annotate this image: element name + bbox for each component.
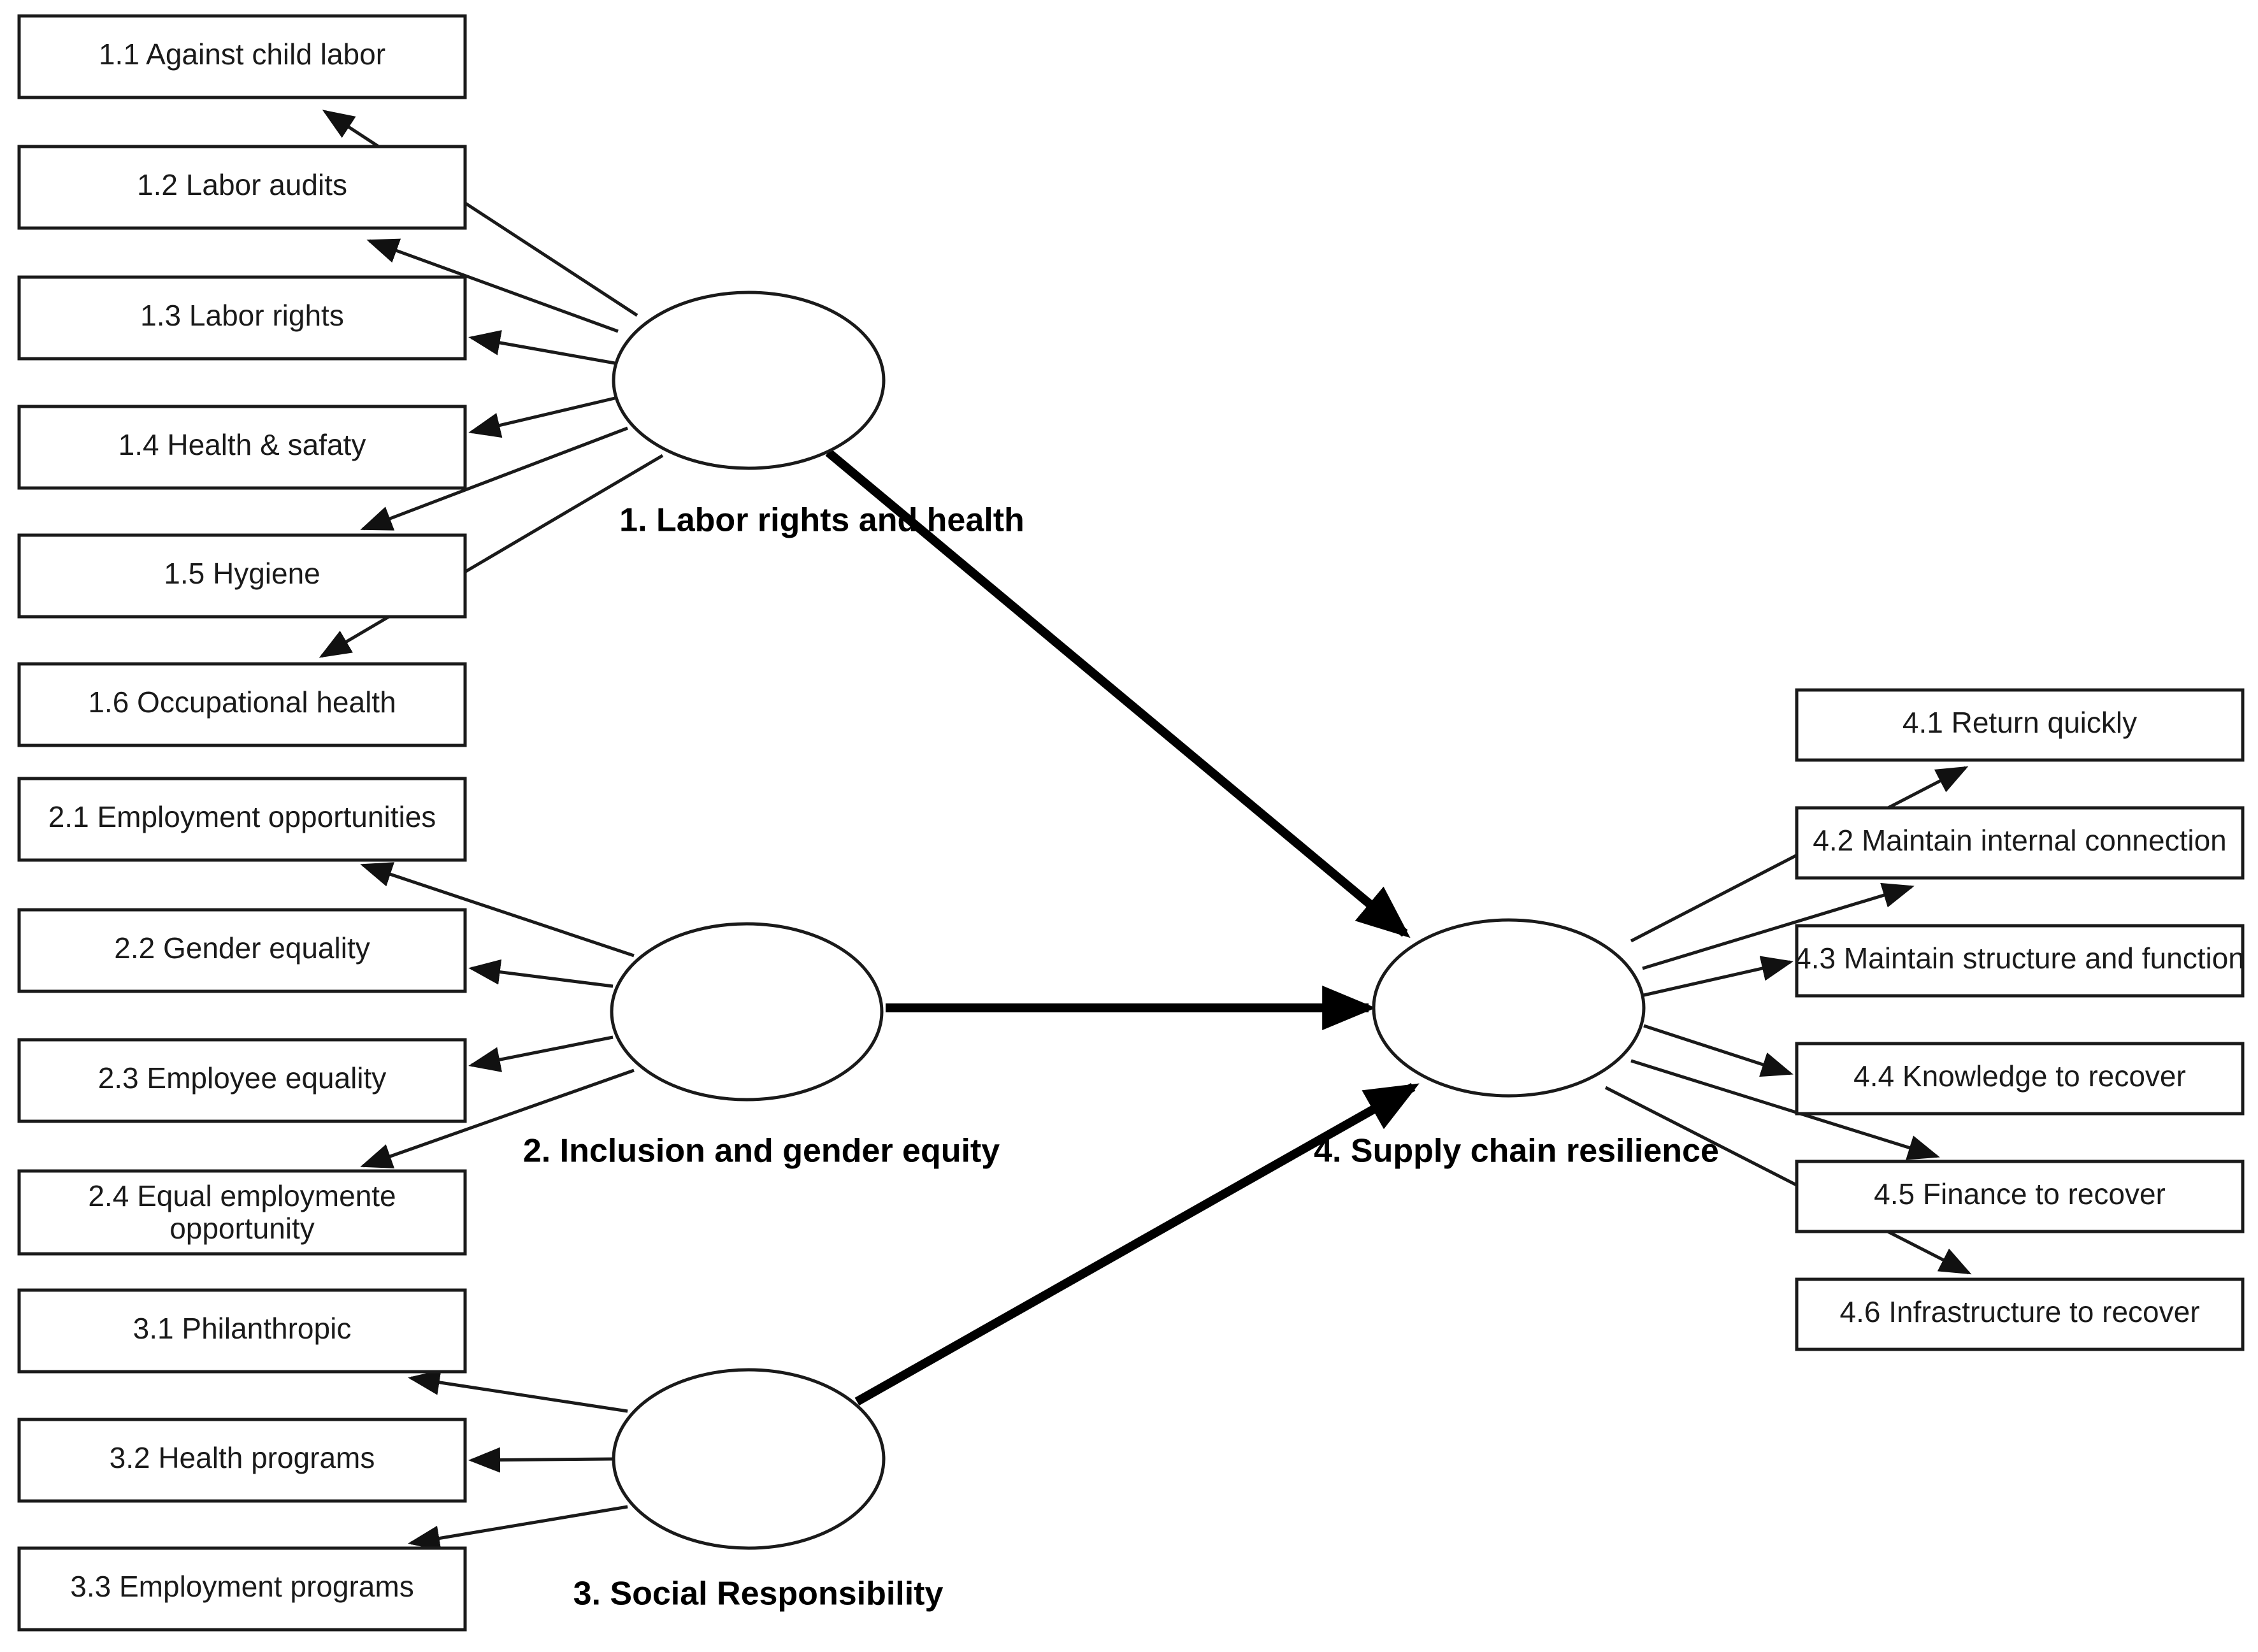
indicator-label: 1.4 Health & safaty bbox=[119, 428, 366, 461]
construct-label: 2. Inclusion and gender equity bbox=[523, 1133, 1000, 1170]
indicator-box-rect bbox=[17, 145, 467, 230]
construct-ellipse bbox=[612, 291, 886, 470]
edge-c1-to-i14 bbox=[468, 396, 615, 438]
construct-ellipse bbox=[610, 922, 884, 1102]
indicator-label: 1.5 Hygiene bbox=[164, 557, 320, 590]
indicator-label-line1: 2.4 Equal employmente bbox=[88, 1179, 396, 1212]
edge-c1-to-i12 bbox=[366, 238, 619, 333]
indicator-box-rect bbox=[17, 405, 467, 490]
construct-label: 1. Labor rights and health bbox=[619, 502, 1025, 539]
indicator-label: 1.3 Labor rights bbox=[140, 299, 344, 332]
indicator-box-rect bbox=[17, 1546, 467, 1632]
indicator-label: 1.1 Against child labor bbox=[99, 38, 385, 71]
construct-ellipse bbox=[1372, 918, 1646, 1098]
indicator-box-i46[interactable]: 4.6 Infrastructure to recover bbox=[1795, 1277, 2245, 1351]
indicator-box-rect bbox=[1795, 1042, 2245, 1116]
indicator-box-rect bbox=[17, 275, 467, 361]
indicator-box-rect bbox=[17, 1288, 467, 1374]
indicator-box-i13[interactable]: 1.3 Labor rights bbox=[17, 275, 467, 361]
indicator-box-i31[interactable]: 3.1 Philanthropic bbox=[17, 1288, 467, 1374]
structural-edges bbox=[825, 449, 1420, 1406]
indicator-label: 2.2 Gender equality bbox=[114, 931, 370, 965]
indicator-label: 4.6 Infrastructure to recover bbox=[1839, 1295, 2199, 1328]
construct-c3[interactable]: 3. Social Responsibility bbox=[573, 1368, 944, 1612]
edge-c1-to-i15 bbox=[360, 426, 628, 531]
construct-c4[interactable]: 4. Supply chain resilience bbox=[1314, 918, 1719, 1170]
construct-ellipse bbox=[612, 1368, 886, 1550]
edge-c3-to-i32 bbox=[468, 1447, 614, 1473]
indicator-box-rect bbox=[1795, 806, 2245, 880]
indicator-box-i33[interactable]: 3.3 Employment programs bbox=[17, 1546, 467, 1632]
indicator-box-i21[interactable]: 2.1 Employment opportunities bbox=[17, 777, 467, 862]
edge-c3-to-i33 bbox=[408, 1505, 628, 1551]
edge-c2-to-i23 bbox=[468, 1035, 614, 1072]
indicator-box-i12[interactable]: 1.2 Labor audits bbox=[17, 145, 467, 230]
indicator-box-i15[interactable]: 1.5 Hygiene bbox=[17, 533, 467, 619]
indicator-box-i23[interactable]: 2.3 Employee equality bbox=[17, 1038, 467, 1123]
indicator-box-rect bbox=[17, 14, 467, 99]
edge-c1-to-i13 bbox=[468, 330, 615, 365]
indicator-box-rect bbox=[17, 1038, 467, 1123]
indicator-box-i42[interactable]: 4.2 Maintain internal connection bbox=[1795, 806, 2245, 880]
indicator-label: 2.1 Employment opportunities bbox=[48, 800, 436, 833]
indicator-label: 4.5 Finance to recover bbox=[1874, 1177, 2166, 1210]
indicator-box-rect bbox=[1795, 1160, 2245, 1233]
edge-c3-to-c4 bbox=[854, 1082, 1420, 1406]
indicator-label: 3.3 Employment programs bbox=[70, 1570, 413, 1603]
edge-c1-to-c4 bbox=[825, 449, 1411, 938]
construct-c2[interactable]: 2. Inclusion and gender equity bbox=[523, 922, 1000, 1170]
indicator-box-i14[interactable]: 1.4 Health & safaty bbox=[17, 405, 467, 490]
construct-c1[interactable]: 1. Labor rights and health bbox=[612, 291, 1025, 539]
indicator-box-i43[interactable]: 4.3 Maintain structure and function bbox=[1795, 924, 2245, 998]
measurement-edges-left bbox=[319, 110, 664, 1551]
edge-c4-to-i44 bbox=[1643, 1024, 1794, 1077]
edge-c2-to-i24 bbox=[360, 1068, 635, 1168]
indicator-label: 1.2 Labor audits bbox=[137, 168, 347, 201]
indicator-box-i41[interactable]: 4.1 Return quickly bbox=[1795, 688, 2245, 762]
indicator-label: 4.1 Return quickly bbox=[1902, 706, 2137, 739]
edge-c1-to-i16 bbox=[319, 454, 664, 658]
indicator-box-rect bbox=[17, 777, 467, 862]
edge-c4-to-i43 bbox=[1643, 956, 1794, 997]
latent-construct-nodes: 1. Labor rights and health 2. Inclusion a… bbox=[523, 291, 1719, 1612]
indicator-box-i16[interactable]: 1.6 Occupational health bbox=[17, 662, 467, 747]
indicator-box-rect bbox=[17, 1418, 467, 1503]
indicator-box-i45[interactable]: 4.5 Finance to recover bbox=[1795, 1160, 2245, 1233]
indicator-label: 2.3 Employee equality bbox=[98, 1061, 387, 1095]
edge-c4-to-i46 bbox=[1604, 1086, 1972, 1275]
indicator-box-rect bbox=[17, 1169, 467, 1256]
indicator-box-i22[interactable]: 2.2 Gender equality bbox=[17, 908, 467, 993]
construct-label: 4. Supply chain resilience bbox=[1314, 1133, 1719, 1170]
indicator-box-rect bbox=[17, 908, 467, 993]
indicator-label: 1.6 Occupational health bbox=[88, 686, 396, 719]
indicator-box-i11[interactable]: 1.1 Against child labor bbox=[17, 14, 467, 99]
indicator-label: 3.1 Philanthropic bbox=[133, 1312, 352, 1345]
edge-c2-to-i21 bbox=[360, 862, 635, 958]
edge-c4-to-i42 bbox=[1642, 882, 1915, 970]
indicator-boxes-left: 1.1 Against child labor 1.2 Labor audits 1… bbox=[17, 14, 467, 1632]
edge-c2-to-i22 bbox=[468, 959, 614, 988]
indicator-box-rect bbox=[17, 662, 467, 747]
indicator-box-rect bbox=[17, 533, 467, 619]
indicator-label: 4.2 Maintain internal connection bbox=[1813, 824, 2227, 857]
edge-c4-to-i45 bbox=[1630, 1059, 1940, 1160]
indicator-label: 3.2 Health programs bbox=[110, 1441, 375, 1474]
indicator-box-i44[interactable]: 4.4 Knowledge to recover bbox=[1795, 1042, 2245, 1116]
indicator-box-rect bbox=[1795, 1277, 2245, 1351]
indicator-label: 4.4 Knowledge to recover bbox=[1853, 1059, 2186, 1093]
indicator-boxes-right: 4.1 Return quickly 4.2 Maintain internal … bbox=[1795, 688, 2245, 1351]
indicator-label: 4.3 Maintain structure and function bbox=[1795, 942, 2245, 975]
indicator-box-rect bbox=[1795, 688, 2245, 762]
indicator-label-line2: opportunity bbox=[169, 1212, 315, 1245]
edge-c3-to-i31 bbox=[408, 1370, 628, 1413]
indicator-box-i32[interactable]: 3.2 Health programs bbox=[17, 1418, 467, 1503]
indicator-box-rect bbox=[1795, 924, 2245, 998]
construct-label: 3. Social Responsibility bbox=[573, 1576, 944, 1612]
